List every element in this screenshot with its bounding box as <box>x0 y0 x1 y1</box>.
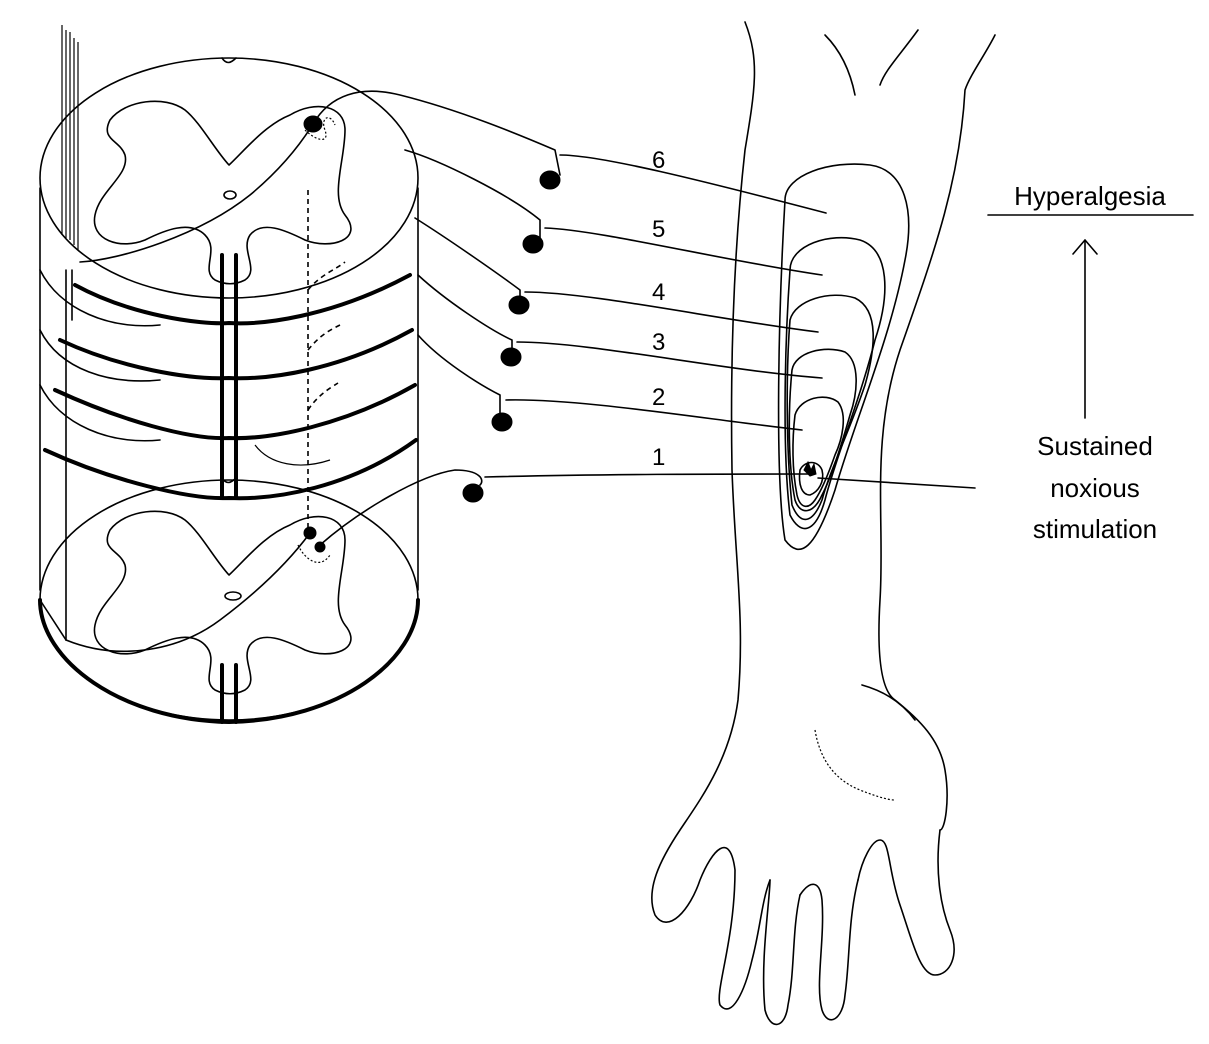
ascending-tract-lines <box>61 25 79 641</box>
ganglion-3 <box>500 347 522 367</box>
segment-number-4: 4 <box>652 279 665 306</box>
segment-slice-5 <box>73 253 412 326</box>
ganglion-5 <box>522 234 544 254</box>
stimulus-pointer <box>817 477 976 489</box>
receptive-field-3 <box>788 348 857 512</box>
ganglion-4 <box>508 295 530 315</box>
stimulus-label-group: Sustained noxious stimulation <box>1033 431 1157 544</box>
segment-number-1: 1 <box>652 444 665 471</box>
segment-number-2: 2 <box>652 384 665 411</box>
top-cord-cross-section <box>39 57 419 299</box>
ganglion-6 <box>539 170 561 190</box>
receptive-field-1 <box>798 461 824 496</box>
receptive-field-6 <box>777 163 910 551</box>
receptive-fields <box>777 163 976 551</box>
hyperalgesia-label-group: Hyperalgesia <box>987 181 1194 419</box>
ganglion-1 <box>462 483 484 503</box>
ganglion-2 <box>491 412 513 432</box>
segment-slice-4 <box>39 269 414 381</box>
stimulus-label-line3: stimulation <box>1033 514 1157 544</box>
segment-numbers: 1 2 3 4 5 6 <box>652 147 665 471</box>
receptive-field-2 <box>792 396 845 508</box>
stimulus-label-line1: Sustained <box>1037 431 1153 461</box>
segment-slice-2 <box>39 384 418 501</box>
segment-number-6: 6 <box>652 147 665 174</box>
stimulus-label-line2: noxious <box>1050 473 1140 503</box>
segment-number-5: 5 <box>652 216 665 243</box>
arm-outline <box>651 21 996 1026</box>
arrow-up-icon <box>1072 239 1098 255</box>
afferent-fibres <box>312 90 827 546</box>
hyperalgesia-label: Hyperalgesia <box>1014 181 1166 211</box>
spinal-cord-column <box>38 25 420 724</box>
segment-number-3: 3 <box>652 329 665 356</box>
stimulus-site <box>803 460 817 477</box>
bottom-cord-cross-section <box>38 477 420 724</box>
segment-slice-3 <box>39 329 417 441</box>
